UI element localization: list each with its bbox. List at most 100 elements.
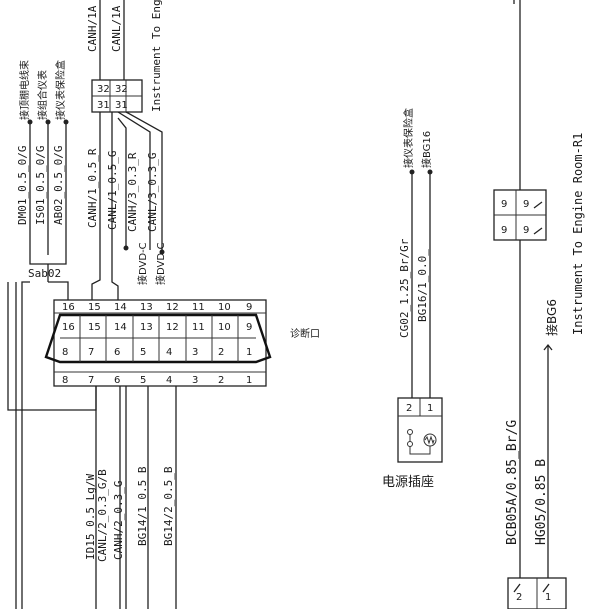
wire-canl1-to-obd [111,250,119,300]
wire-label-canh2: CANH/2_0.3_G [112,481,125,560]
top-connector: 32 32 31 31 [91,79,143,113]
wire-label-canl2: CANL/2_0.3_G/B [96,469,109,562]
obd-inner-pin-10: 10 [218,322,231,333]
power-socket: 2 1 [397,397,443,463]
obd-inner-pin-7: 7 [88,347,94,358]
wire-label-is01: IS01_0.5_0/G [34,146,47,225]
wire-canl3 [125,111,163,250]
right-pin-1: 9 [501,199,507,210]
obd-inner-pin-8: 8 [62,347,68,358]
right-pin-3: 9 [501,225,507,236]
left-note-2: 接组合仪表 [36,70,49,120]
left-note-3: 接仪表保险盒 [54,60,67,120]
wire-label-bg14-2: BG14/2_0.5_B [162,466,175,546]
obd-outer-pin-13: 13 [140,302,153,313]
wire-canh3 [117,111,151,250]
wire-label-cg02: CG02_1.25_Br/Gr [398,238,411,338]
power-socket-label: 电源插座 [382,475,434,490]
wire-label-ab02: AB02_0.5_0/G [52,146,65,225]
top-pin-3: 31 [97,100,110,111]
power-pin-2: 2 [406,403,412,414]
top-pin-4: 31 [115,100,128,111]
power-pin-1: 1 [427,403,433,414]
top-pin-2: 32 [115,84,128,95]
obd-outer-pin-16: 16 [62,302,75,313]
obd-outer-pin-8: 8 [62,375,68,386]
obd-inner-pin-1: 1 [246,347,252,358]
top-connector-title: Instrument To Engine [150,0,163,112]
dvd-node-1 [123,245,129,251]
obd-outer-pin-10: 10 [218,302,231,313]
obd-shell [44,313,272,364]
bg6-label: 接BG6 [544,299,559,336]
obd-outer-pin-5: 5 [140,375,146,386]
obd-outer-pin-1: 1 [246,375,252,386]
right-pin-4: 9 [523,225,529,236]
wire-splice-to-obd [48,281,69,300]
obd-inner-pin-12: 12 [166,322,179,333]
obd-inner-pin-6: 6 [114,347,120,358]
obd-outer-bottom-row: 8 7 6 5 4 3 2 1 [62,375,252,386]
bottom-pin-1: 1 [545,592,551,603]
obd-outer-pin-3: 3 [192,375,198,386]
wire-left-loop-1 [7,282,97,411]
dvd-node-2 [159,249,165,255]
wire-label-canh-top: CANH/1A [86,5,99,52]
right-pin-2: 9 [523,199,529,210]
wire-label-canh3: CANH/3_0.3_R [126,152,139,232]
obd-inner-pin-3: 3 [192,347,198,358]
obd-inner-top-row: 16 15 14 13 12 11 10 9 [62,322,252,333]
right-connector: 9 9 9 9 [493,189,547,241]
wire-label-canl-top: CANL/1A [110,5,123,52]
left-note-1: 接顶棚电线束 [18,60,31,120]
obd-connector [44,299,272,387]
obd-outer-pin-6: 6 [114,375,120,386]
wire-label-id15: ID15_0.5_Lg/W [84,474,97,560]
wire-cross [117,117,127,248]
obd-outer-pin-12: 12 [166,302,179,313]
wire-label-hg05: HG05/0.85_B [534,459,549,545]
obd-outer-pin-11: 11 [192,302,205,313]
wire-label-dm01: DM01_0.5_0/G [16,146,29,225]
power-note-1: 接仪表保险盒 [402,108,415,168]
wire-label-canl1: CANL/1_0.5_G [106,151,119,230]
bottom-pin-2: 2 [516,592,522,603]
obd-inner-pin-15: 15 [88,322,101,333]
obd-inner-pin-11: 11 [192,322,205,333]
bg6-arrow [543,343,553,351]
wire-label-bg14-1: BG14/1_0.5_B [136,466,149,546]
obd-outer-pin-7: 7 [88,375,94,386]
obd-outer-pin-15: 15 [88,302,101,313]
obd-inner-pin-14: 14 [114,322,127,333]
splice-label: Sab02 [28,267,61,280]
obd-inner-pin-4: 4 [166,347,172,358]
top-pin-1: 32 [97,84,110,95]
obd-outer-pin-2: 2 [218,375,224,386]
obd-label: 诊断口 [290,327,320,340]
socket-contact-2 [407,441,413,447]
bottom-connector: 2 1 [507,577,567,609]
obd-inner-pin-5: 5 [140,347,146,358]
dvd-label-2: 接DVD-C [154,242,167,285]
wire-label-bcb05: BCB05A/0.85_Br/G [505,420,520,545]
obd-outer-pin-14: 14 [114,302,127,313]
power-note-2: 接BG16 [420,131,433,168]
right-connector-title: Instrument To Engine Room-R1 [571,133,585,335]
obd-inner-pin-2: 2 [218,347,224,358]
wire-canh1-to-obd [91,250,101,300]
obd-outer-pin-9: 9 [246,302,252,313]
wire-left-outer-2 [21,281,30,609]
obd-inner-pin-16: 16 [62,322,75,333]
obd-outer-pin-4: 4 [166,375,172,386]
dvd-label-1: 接DVD-C [136,242,149,285]
obd-inner-pin-13: 13 [140,322,153,333]
wire-label-canh1: CANH/1_0.5_R [86,148,99,228]
obd-inner-pin-9: 9 [246,322,252,333]
obd-inner-bottom-row: 8 7 6 5 4 3 2 1 [62,347,252,358]
obd-outer-top-row: 16 15 14 13 12 11 10 9 [62,302,252,313]
splice-sab02: Sab02 [28,255,67,282]
wire-label-bg16: BG16/1_0.0_ [416,249,429,322]
wire-label-canl3: CANL/3_0.3_G [146,153,159,232]
